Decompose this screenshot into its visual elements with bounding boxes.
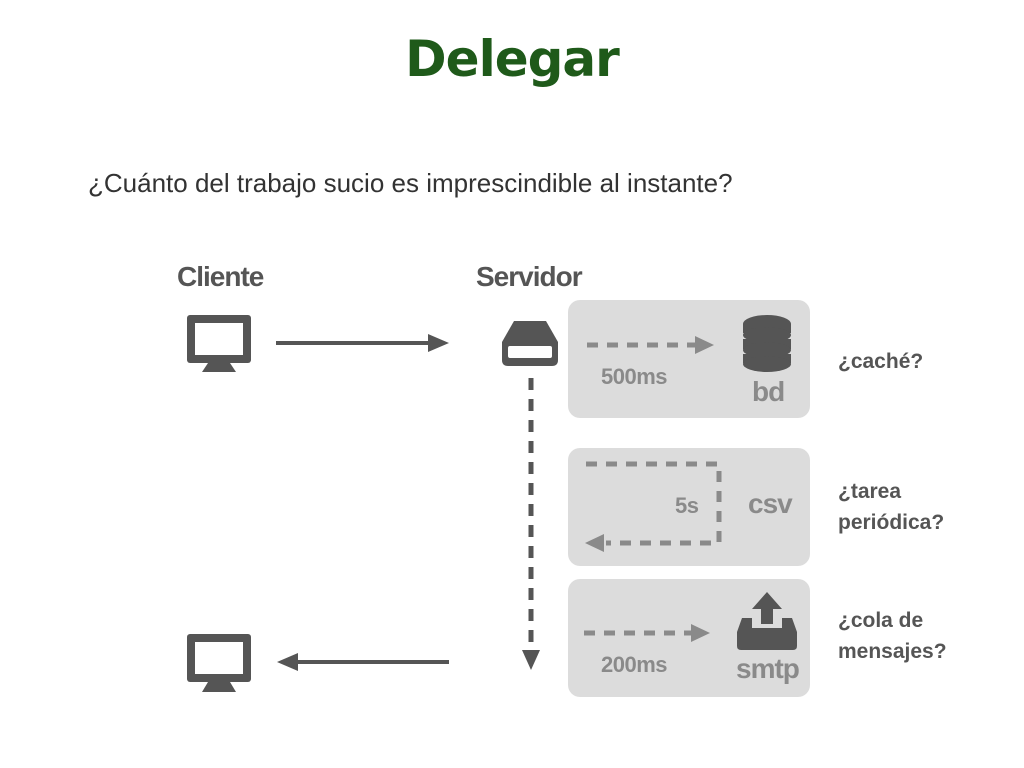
client-heading: Cliente (177, 261, 264, 292)
row-3-question-line-2: mensajes? (838, 640, 947, 663)
server-drive-icon (502, 321, 558, 366)
database-icon (743, 315, 791, 372)
row-3-question-line-1: ¿cola de (838, 609, 924, 632)
slide-title: Delegar (405, 30, 620, 88)
panel-csv (568, 448, 810, 566)
row-1-time: 500ms (601, 364, 668, 389)
response-arrow (277, 653, 449, 671)
row-2-question: ¿tarea periódica? (838, 476, 1008, 538)
slide-subtitle: ¿Cuánto del trabajo sucio es imprescindi… (88, 168, 733, 198)
row-2-time: 5s (675, 493, 699, 518)
outbox-upload-icon (737, 592, 797, 650)
row-1-question: ¿caché? (838, 346, 1008, 377)
monitor-icon-return (187, 634, 251, 692)
monitor-icon (187, 315, 251, 372)
db-dashed-arrow (587, 336, 714, 354)
csv-loop-arrow (585, 461, 722, 552)
row-3-time: 200ms (601, 652, 668, 677)
row-2-question-line-2: periódica? (838, 511, 945, 534)
row-2-question-line-1: ¿tarea (838, 480, 902, 503)
row-1-question-line-1: ¿caché? (838, 350, 924, 373)
request-arrow (276, 334, 449, 352)
row-2-service: csv (748, 488, 793, 519)
row-1-service: bd (752, 376, 785, 407)
row-3-question: ¿cola de mensajes? (838, 605, 1008, 667)
server-timeline-arrow (522, 378, 540, 670)
row-3-service: smtp (736, 653, 800, 684)
server-heading: Servidor (476, 261, 583, 292)
smtp-dashed-arrow (584, 624, 710, 642)
